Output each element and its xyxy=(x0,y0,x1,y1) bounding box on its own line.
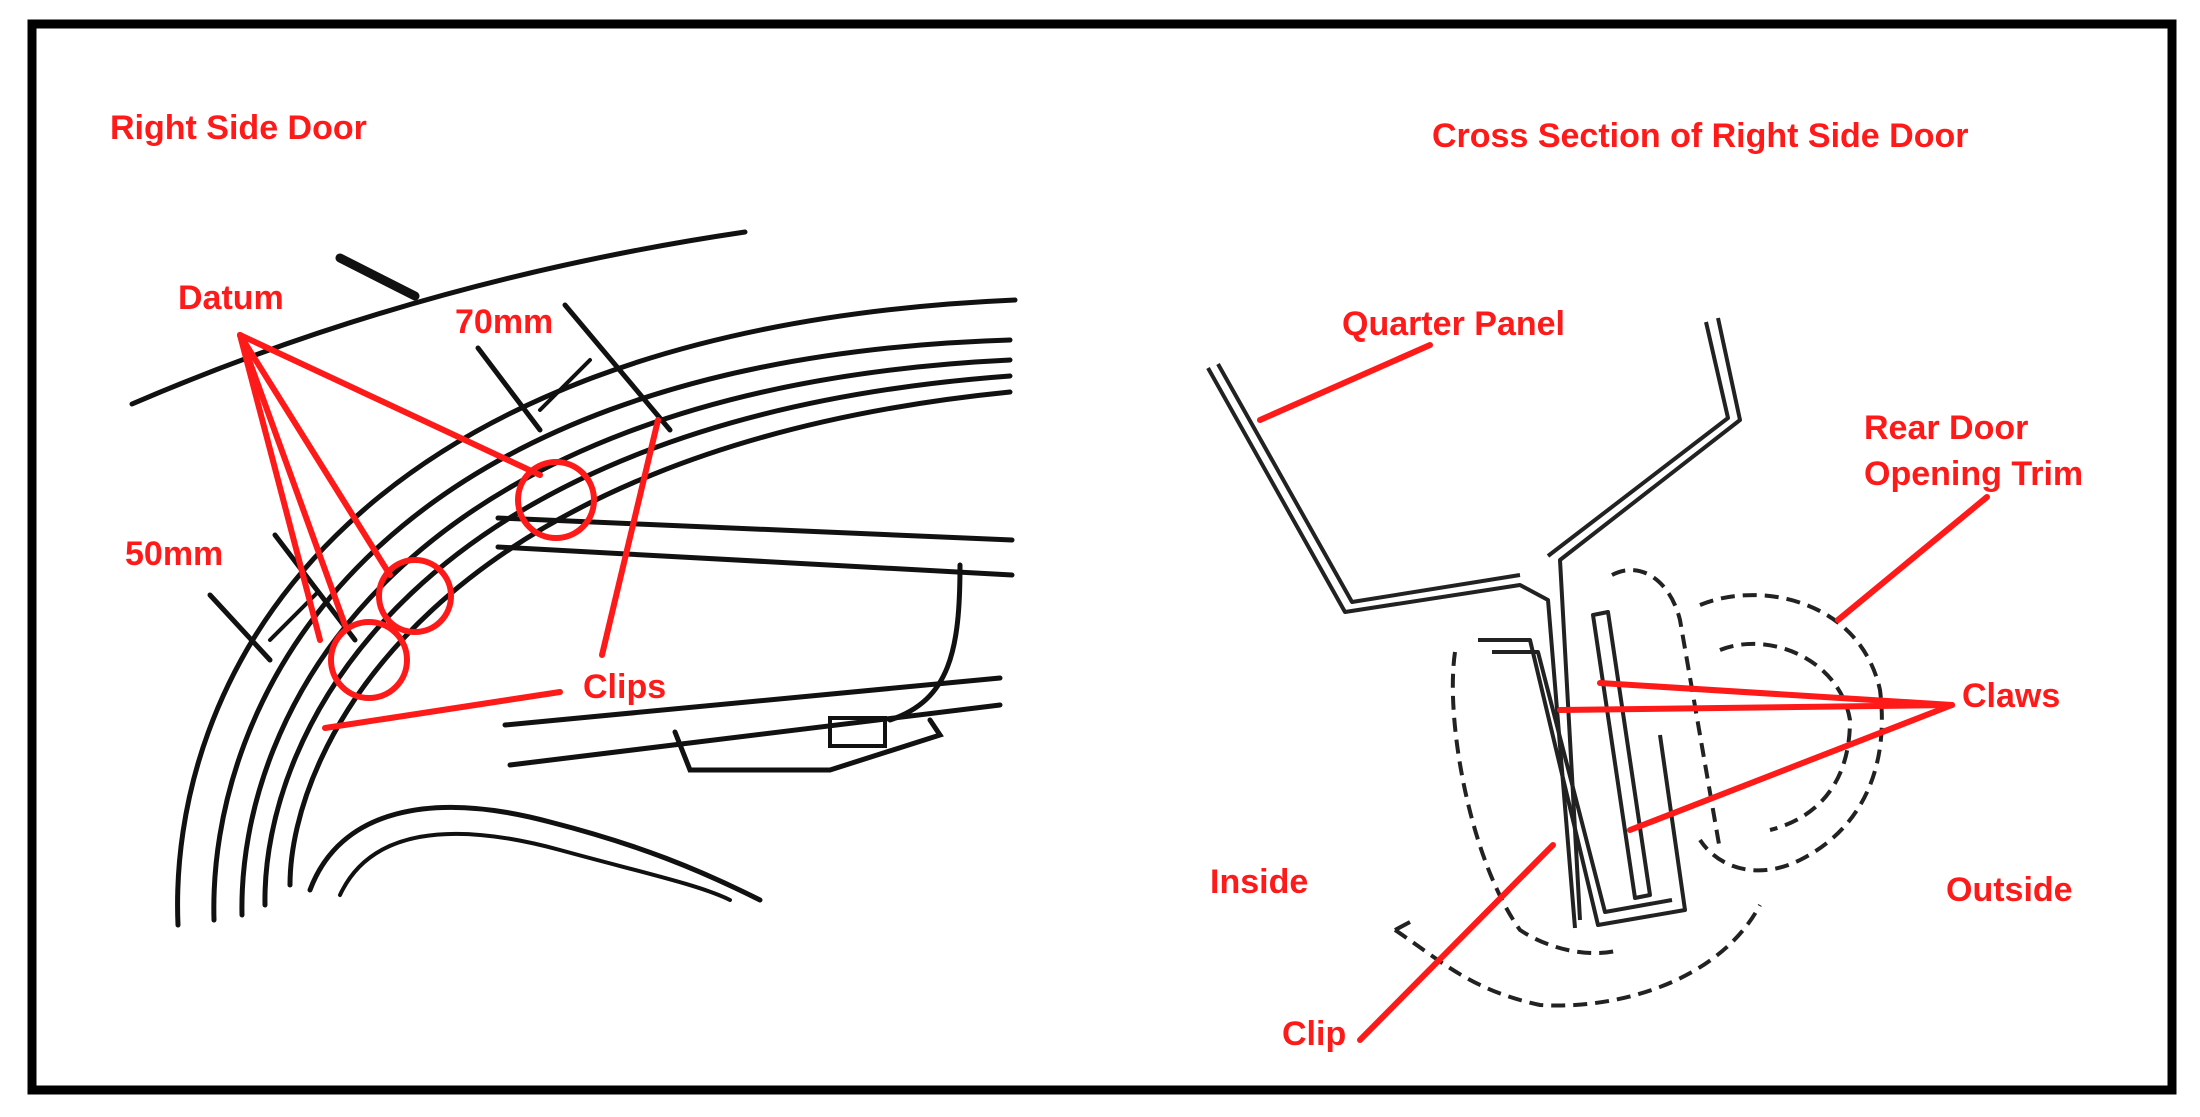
clip-point-2 xyxy=(376,557,454,635)
lower-belt-line-2 xyxy=(507,702,1003,768)
clips-label: Clips xyxy=(583,668,667,706)
door-seal-line-4 xyxy=(262,373,1013,908)
dim-70mm-label: 70mm xyxy=(455,303,554,341)
frame-border xyxy=(27,19,2177,1095)
trim-outline-claw-side xyxy=(1611,568,1722,851)
wheel-arch-outer xyxy=(307,805,763,903)
dim-arrow-70-right xyxy=(562,302,673,433)
dim-arrow-50-left xyxy=(207,592,273,663)
window-frame-right xyxy=(887,562,963,723)
wheel-arch-inner xyxy=(338,831,732,902)
door-handle xyxy=(672,717,944,773)
claws-leader-3 xyxy=(1627,702,1955,833)
trim-outline-seal xyxy=(1698,593,1884,873)
rear-door-opening-trim-label-line2: Opening Trim xyxy=(1864,455,2084,493)
dim-50mm-label: 50mm xyxy=(125,535,224,573)
cross-section-drawing xyxy=(1206,317,1884,1008)
roof-line xyxy=(129,229,748,407)
outside-label: Outside xyxy=(1946,871,2073,909)
door-seal-line-2 xyxy=(211,337,1013,923)
clip-body-inner xyxy=(1492,650,1673,914)
clip-point-3 xyxy=(328,619,410,701)
clip-body xyxy=(1478,638,1687,927)
quarter-panel-right xyxy=(1558,317,1742,921)
right-side-door-drawing xyxy=(129,229,1018,928)
rear-door-opening-trim-label-line1: Rear Door xyxy=(1864,409,2029,447)
quarter-panel-left xyxy=(1206,367,1577,929)
claws-label: Claws xyxy=(1962,677,2061,715)
trim-lower-lip xyxy=(1393,904,1762,1008)
lower-belt-line xyxy=(502,675,1003,728)
clips-leader-2 xyxy=(322,689,563,731)
claws-leader-1 xyxy=(1597,680,1955,708)
clips-leader-1 xyxy=(599,417,661,658)
quarter-panel-leader xyxy=(1257,342,1433,423)
dim-arrow-70-left xyxy=(475,345,543,433)
datum-label: Datum xyxy=(178,279,284,317)
window-upper-line xyxy=(495,515,1015,543)
inside-label: Inside xyxy=(1210,863,1309,901)
window-lower-line xyxy=(495,544,1015,578)
claws-leader-2 xyxy=(1557,702,1955,713)
door-seal-line-5 xyxy=(287,389,1013,888)
clip-tongue xyxy=(1591,610,1652,900)
quarter-panel-right-inner xyxy=(1546,321,1730,558)
datum-leader-3 xyxy=(237,332,348,628)
right-side-door-title: Right Side Door xyxy=(110,109,367,147)
quarter-panel-left-inner xyxy=(1216,363,1521,604)
quarter-panel-label: Quarter Panel xyxy=(1342,305,1565,343)
cross-section-annotations xyxy=(1257,342,1990,1043)
roof-tick xyxy=(335,253,420,301)
datum-leader-1 xyxy=(237,332,543,478)
door-seal-outer xyxy=(175,297,1018,928)
datum-leader-4 xyxy=(237,332,323,643)
door-handle-latch xyxy=(828,716,887,748)
dim-arrow-70-head xyxy=(538,358,592,412)
datum-leader-2 xyxy=(237,332,393,578)
clip-label: Clip xyxy=(1282,1015,1347,1053)
clip-point-1 xyxy=(515,459,597,541)
trim-lower-hook xyxy=(1394,920,1411,932)
trim-outline-seal-inner xyxy=(1719,641,1852,832)
clip-leader xyxy=(1357,842,1556,1043)
cross-section-title: Cross Section of Right Side Door xyxy=(1432,117,1969,155)
right-side-door-annotations xyxy=(237,332,661,731)
trim-leader xyxy=(1835,494,1990,623)
